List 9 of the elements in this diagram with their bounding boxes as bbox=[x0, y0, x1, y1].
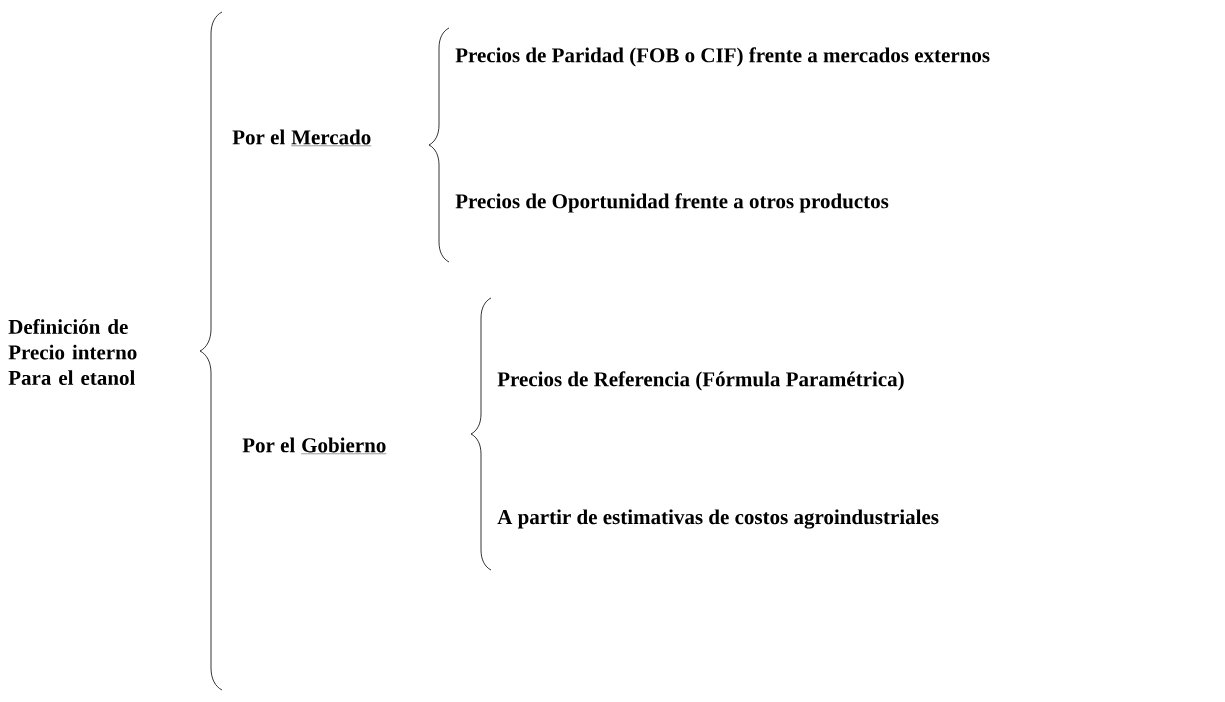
item-label: Precios de Referencia (Fórmula Paramétrica) bbox=[497, 371, 904, 391]
category-label: Definición de Precio interno Para el etanol bbox=[8, 319, 137, 385]
category-label: Por el bbox=[242, 437, 295, 453]
item-label: Precios de Paridad (FOB o CIF) frente a mercados externos bbox=[455, 47, 990, 67]
category-label: Mercado bbox=[290, 129, 372, 146]
item-label: A partir de estimativas de costos agroindustriales bbox=[497, 509, 939, 529]
category-label: Gobierno bbox=[300, 437, 387, 454]
category-label: Por el bbox=[232, 129, 285, 145]
item-label: Precios de Oportunidad frente a otros productos bbox=[455, 193, 889, 213]
